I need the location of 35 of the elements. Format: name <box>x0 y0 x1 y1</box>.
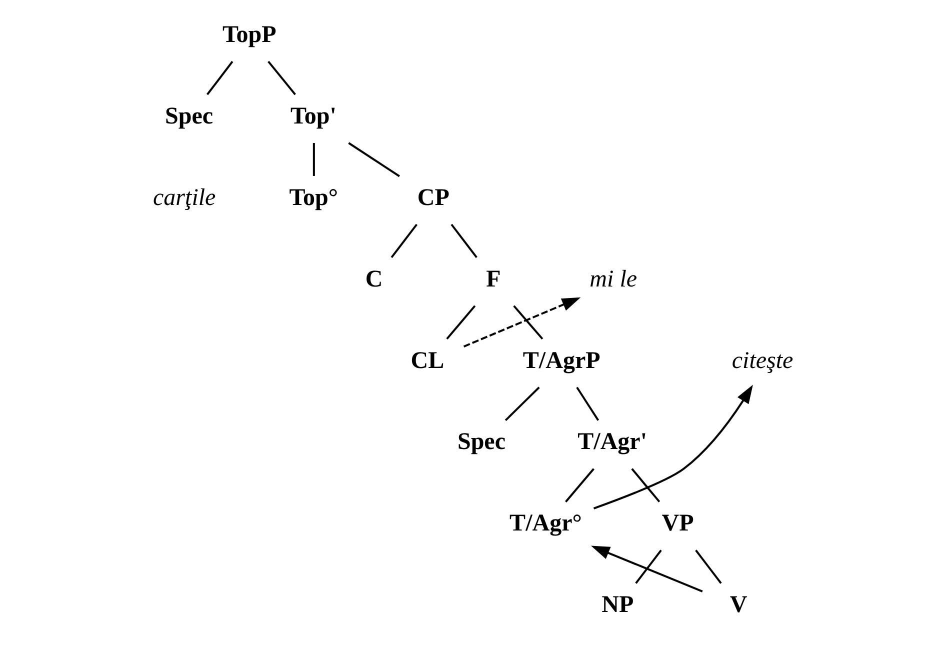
node-text: CP <box>417 184 450 211</box>
connector <box>446 305 476 340</box>
node-text: Top° <box>289 184 338 211</box>
connector <box>312 143 315 176</box>
node-text: Spec <box>457 429 506 456</box>
node-text: VP <box>662 510 694 537</box>
node-text: F <box>486 266 501 292</box>
node-text: mi le <box>590 266 638 292</box>
arrow <box>463 297 581 348</box>
connector <box>513 305 544 340</box>
node-text: TopP <box>222 22 276 48</box>
node-text: CL <box>410 348 444 374</box>
node-text: NP <box>602 592 634 618</box>
node-text: C <box>365 266 383 292</box>
connector <box>695 550 722 584</box>
connector <box>576 386 600 421</box>
connector <box>565 468 594 502</box>
arrow <box>591 546 703 592</box>
connector <box>504 386 540 422</box>
node-text: T/Agr' <box>578 429 648 456</box>
connector <box>348 142 400 178</box>
node-text: T/Agr° <box>510 510 582 537</box>
node-text: V <box>730 592 748 618</box>
node-text: T/AgrP <box>522 348 600 374</box>
node-text: citeşte <box>732 348 794 374</box>
connector <box>206 60 234 96</box>
label: carţile <box>153 184 216 211</box>
arrow <box>593 384 753 510</box>
connector <box>268 60 296 96</box>
node-text: Top' <box>290 103 336 130</box>
connector <box>635 550 662 584</box>
connector <box>450 224 478 258</box>
node-text: Spec <box>165 103 214 130</box>
connector <box>390 224 418 258</box>
connector <box>631 468 660 502</box>
